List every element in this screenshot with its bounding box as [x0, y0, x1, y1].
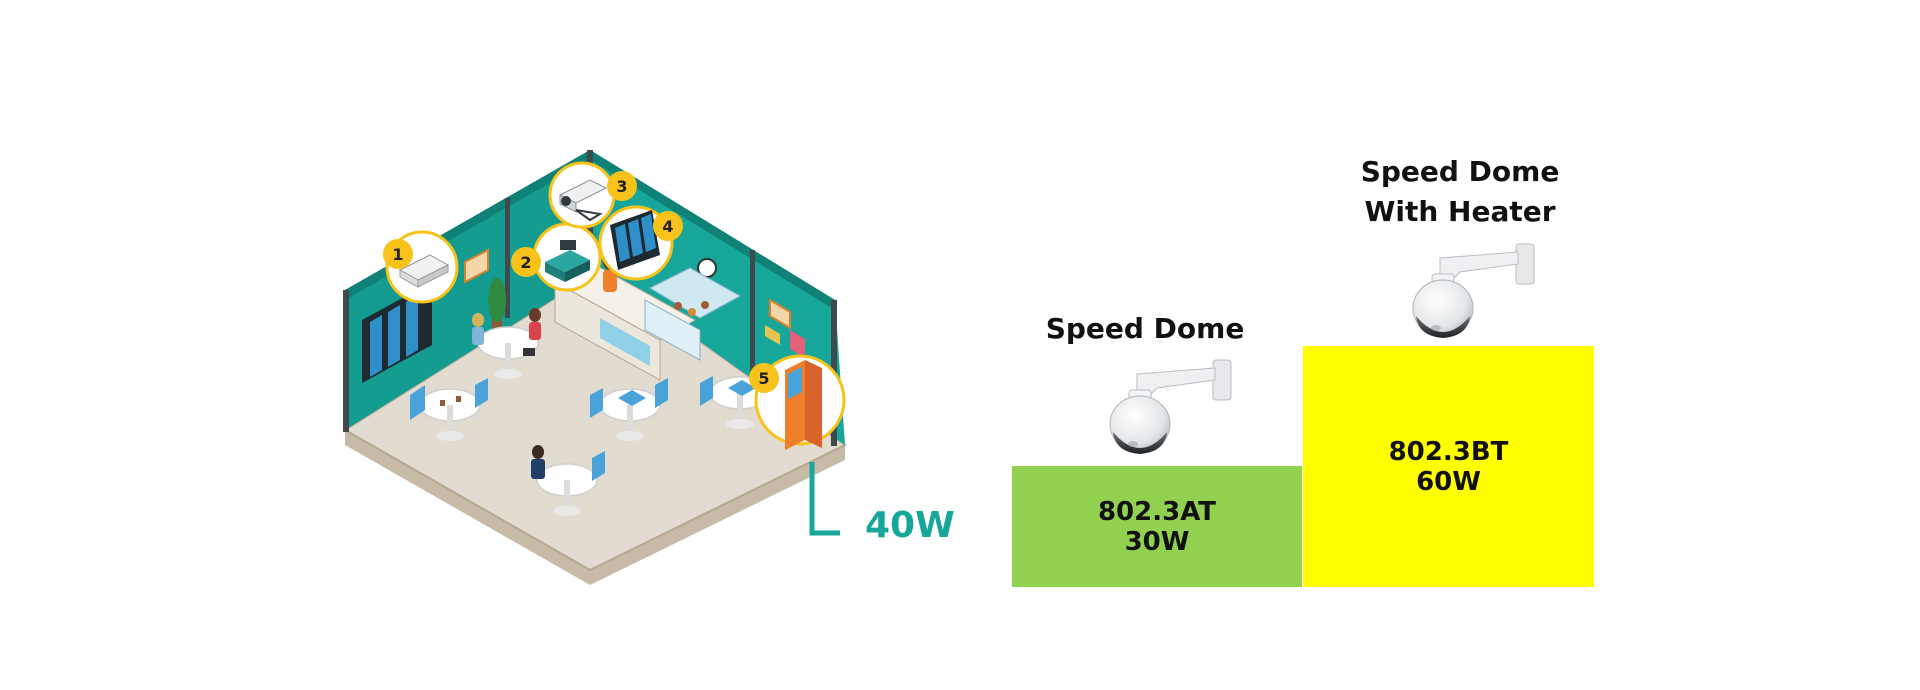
svg-text:4: 4 [662, 217, 673, 236]
speed-dome-title-text: Speed Dome [1045, 312, 1245, 345]
svg-text:3: 3 [616, 177, 627, 196]
poe-bt-power-block: 802.3BT 60W [1303, 346, 1594, 587]
poe-at-power-block: 802.3AT 30W [1012, 466, 1302, 587]
poe-at-power: 30W [1124, 526, 1190, 557]
ptz-dome-camera-icon [1412, 243, 1535, 339]
svg-text:5: 5 [758, 369, 769, 388]
badge-2: 2 [511, 247, 541, 277]
svg-text:2: 2 [520, 253, 531, 272]
kiosk-power-label: 40W [865, 505, 955, 546]
callout-camera [548, 161, 616, 229]
speed-dome-title: Speed Dome [1030, 309, 1260, 349]
badge-1: 1 [383, 239, 413, 269]
badge-5: 5 [749, 363, 779, 393]
poe-bt-power: 60W [1416, 466, 1481, 497]
badge-4: 4 [653, 211, 683, 241]
speed-dome-heater-title-line2: With Heater [1364, 195, 1556, 228]
speed-dome-heater-title: Speed Dome With Heater [1340, 152, 1580, 232]
svg-text:1: 1 [392, 245, 403, 264]
poe-at-standard: 802.3AT [1097, 496, 1217, 527]
coffee-shop-illustration: 1 2 3 4 5 [343, 150, 847, 585]
speed-dome-heater-title-line1: Speed Dome [1360, 155, 1560, 188]
callout-cash-register [532, 222, 602, 292]
ptz-dome-camera-icon [1109, 359, 1232, 455]
poe-bt-standard: 802.3BT [1388, 436, 1509, 467]
badge-3: 3 [607, 171, 637, 201]
